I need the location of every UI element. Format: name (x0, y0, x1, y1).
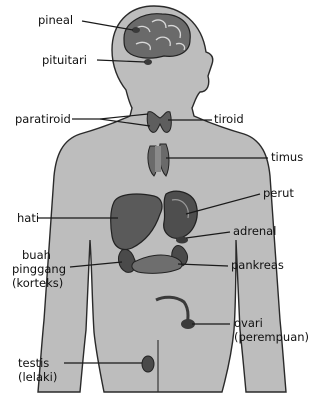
testis-organ (142, 356, 154, 372)
pineal-gland (132, 27, 140, 33)
label-paratiroid: paratiroid (15, 112, 71, 126)
label-ovari-line-2: (perempuan) (234, 330, 322, 344)
label-hati: hati (17, 211, 39, 225)
label-buah-pinggang-line-2: pinggang (12, 262, 72, 276)
label-ovari-line-1: ovari (234, 316, 322, 330)
label-perut: perut (263, 186, 294, 200)
label-buah-pinggang-line-3: (korteks) (12, 276, 72, 290)
label-adrenal: adrenal (233, 224, 276, 238)
label-buah-pinggang-line-1: buah (12, 248, 72, 262)
label-testis-line-2: (lelaki) (18, 370, 68, 384)
label-pankreas: pankreas (231, 258, 284, 272)
label-testis: testis (lelaki) (18, 356, 68, 384)
thymus-center (155, 146, 161, 172)
pituitary-gland (144, 59, 152, 65)
label-tiroid: tiroid (214, 112, 244, 126)
label-timus: timus (271, 150, 303, 164)
label-ovari: ovari (perempuan) (234, 316, 322, 344)
label-buah-pinggang: buah pinggang (korteks) (12, 248, 72, 290)
label-pineal: pineal (38, 13, 73, 27)
label-testis-line-1: testis (18, 356, 68, 370)
label-pituitari: pituitari (42, 53, 87, 67)
